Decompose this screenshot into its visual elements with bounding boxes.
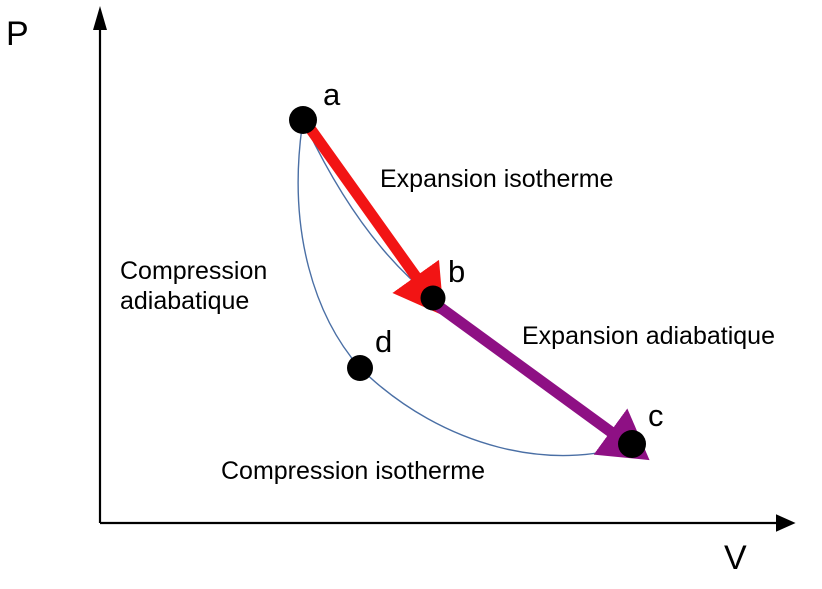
state-label-b: b [448,254,466,289]
state-points-group [289,106,646,458]
y-axis-label: P [6,15,29,53]
state-point-a [289,106,317,134]
expansion-adiabatique-arrow [426,295,650,461]
axes-group [92,5,796,532]
state-label-d: d [375,324,393,359]
process-label-expansion-isotherme: Expansion isotherme [380,165,614,193]
curve-adiabatique-da [297,119,361,369]
process-arrows-group [302,120,650,461]
state-point-b [420,285,446,311]
process-label-expansion-adiabatique: Expansion adiabatique [522,322,775,350]
state-point-c [618,430,646,458]
x-axis-label: V [724,539,747,577]
process-label-compression-adiabatique-line1: Compression [120,257,268,285]
expansion-isotherme-arrow [302,120,444,316]
process-label-compression-adiabatique: Compression adiabatique [120,257,267,316]
process-label-compression-isotherme: Compression isotherme [221,457,485,485]
state-label-c: c [648,398,664,433]
state-label-a: a [323,77,341,112]
state-point-d [347,355,373,381]
process-label-compression-adiabatique-line2: adiabatique [120,286,250,315]
